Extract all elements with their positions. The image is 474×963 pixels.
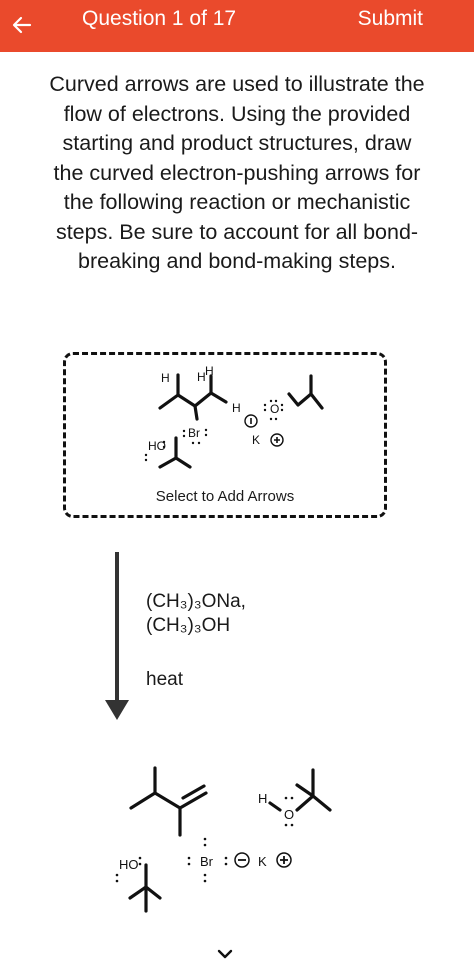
back-button[interactable] (6, 9, 38, 41)
positive-charge-icon (276, 852, 292, 868)
starting-structures: H H H H Br HO O K (144, 364, 324, 469)
atom-o: O (270, 402, 279, 416)
reagent-line: (CH₃)₃ONa, (146, 591, 246, 612)
arrow-drawing-area[interactable]: Select to Add Arrows (63, 352, 387, 518)
chevron-down-icon[interactable] (217, 947, 233, 963)
atom-h: H (232, 401, 241, 415)
prompt-line: starting and product structures, draw (62, 131, 412, 155)
atom-br: Br (188, 426, 200, 440)
negative-charge-icon (244, 414, 258, 428)
select-to-add-arrows-label: Select to Add Arrows (155, 488, 295, 505)
atom-ho: HO (119, 857, 139, 872)
question-counter: Question 1 of 17 (82, 7, 237, 30)
atom-ho: HO (148, 439, 166, 453)
atom-h: H (161, 371, 170, 385)
prompt-line: flow of electrons. Using the provided (63, 101, 411, 126)
atom-o: O (284, 807, 294, 822)
reaction-condition: heat (146, 669, 183, 690)
positive-charge-icon (270, 433, 284, 447)
prompt-line: Curved arrows are used to illustrate the (49, 72, 425, 96)
atom-h: H (205, 364, 214, 378)
atom-h: H (197, 370, 206, 384)
atom-br: Br (200, 854, 214, 869)
atom-k: K (258, 854, 267, 869)
submit-button[interactable]: Submit (357, 7, 423, 30)
reaction-arrow-head (105, 700, 129, 720)
prompt-line: steps. Be sure to account for all bond- (55, 219, 419, 244)
reaction-arrow (115, 552, 119, 702)
negative-charge-icon (234, 852, 250, 868)
question-prompt: Curved arrows are used to illustrate the… (14, 70, 460, 277)
prompt-line: breaking and bond-making steps. (78, 249, 396, 273)
arrow-left-icon (12, 16, 32, 34)
top-bar: Question 1 of 17 Submit (0, 0, 474, 52)
prompt-line: the following reaction or mechanistic (63, 190, 411, 214)
reagent-line: (CH₃)₃OH (146, 615, 231, 636)
atom-k: K (252, 433, 260, 447)
atom-h: H (258, 791, 267, 806)
prompt-line: the curved electron-pushing arrows for (53, 160, 421, 185)
